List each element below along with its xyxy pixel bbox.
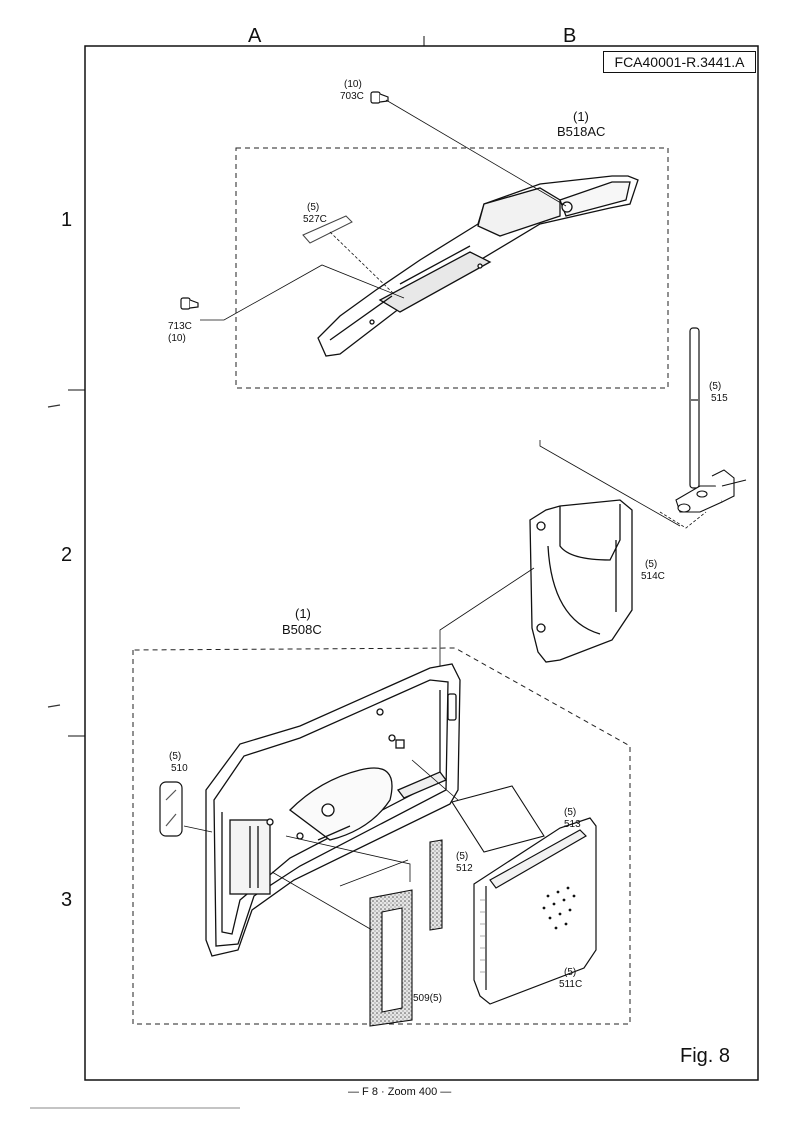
board-511c [473, 817, 597, 1005]
rod-515 [689, 327, 700, 489]
leader-line-514c [439, 567, 535, 676]
part-qty-515: (5) [709, 381, 722, 392]
assembly-box-b518ac [235, 147, 669, 389]
part-code-527c: 527C [303, 214, 327, 225]
sheet-513 [451, 785, 545, 853]
figure-label: Fig. 8 [680, 1046, 730, 1066]
top-cover-part [317, 175, 639, 357]
assembly-code-b518ac: B518AC [557, 124, 606, 139]
assembly-qty-b518ac: (1) [573, 109, 589, 124]
part-qty-512: (5) [456, 851, 469, 862]
pad-527c [302, 215, 353, 244]
assembly-box-b508c [132, 647, 631, 1025]
part-qty-514c: (5) [645, 559, 658, 570]
part-qty-510: (5) [169, 751, 182, 762]
part-code-515: 515 [711, 393, 728, 404]
part-code-512: 512 [456, 863, 473, 874]
part-code-513: 513 [564, 819, 581, 830]
column-label-a: A [248, 25, 262, 47]
figure-prefix: Fig. [680, 1045, 714, 1067]
part-code-514c: 514C [641, 571, 665, 582]
part-qty-527c: (5) [307, 202, 320, 213]
part-code-510: 510 [171, 763, 188, 774]
assembly-qty-b508c: (1) [295, 606, 311, 621]
part-label-509: 509(5) [413, 993, 442, 1004]
leader-lines-hinge [539, 440, 707, 529]
part-qty-511c: (5) [564, 967, 577, 978]
column-label-b: B [563, 25, 577, 47]
figure-number: 8 [718, 1045, 731, 1067]
side-cover-514c [529, 499, 633, 663]
gasket-509 [369, 889, 413, 1027]
row-label-1: 1 [61, 209, 73, 231]
part-qty-703c: (10) [344, 79, 362, 90]
hinge-bracket [675, 469, 747, 513]
main-body-frame [205, 663, 461, 957]
screw-703c [370, 91, 389, 104]
part-qty-513: (5) [564, 807, 577, 818]
edge-mark [47, 404, 61, 408]
leader-lines-bottom [183, 759, 459, 931]
strip-512 [429, 839, 443, 931]
part-code-703c: 703C [340, 91, 364, 102]
part-code-713c: 713C [168, 321, 192, 332]
leader-lines-top [200, 99, 567, 321]
screw-713c [180, 297, 199, 310]
window-510 [159, 781, 183, 837]
edge-mark [47, 704, 61, 708]
row-label-3: 3 [61, 889, 73, 911]
part-code-511c: 511C [559, 979, 583, 990]
page-frame [84, 45, 759, 1081]
part-qty-713c: (10) [168, 333, 186, 344]
page-footer: — F 8 · Zoom 400 — [348, 1086, 452, 1098]
document-code: FCA40001-R.3441.A [603, 51, 756, 73]
row-label-2: 2 [61, 544, 73, 566]
assembly-code-b508c: B508C [282, 622, 322, 637]
